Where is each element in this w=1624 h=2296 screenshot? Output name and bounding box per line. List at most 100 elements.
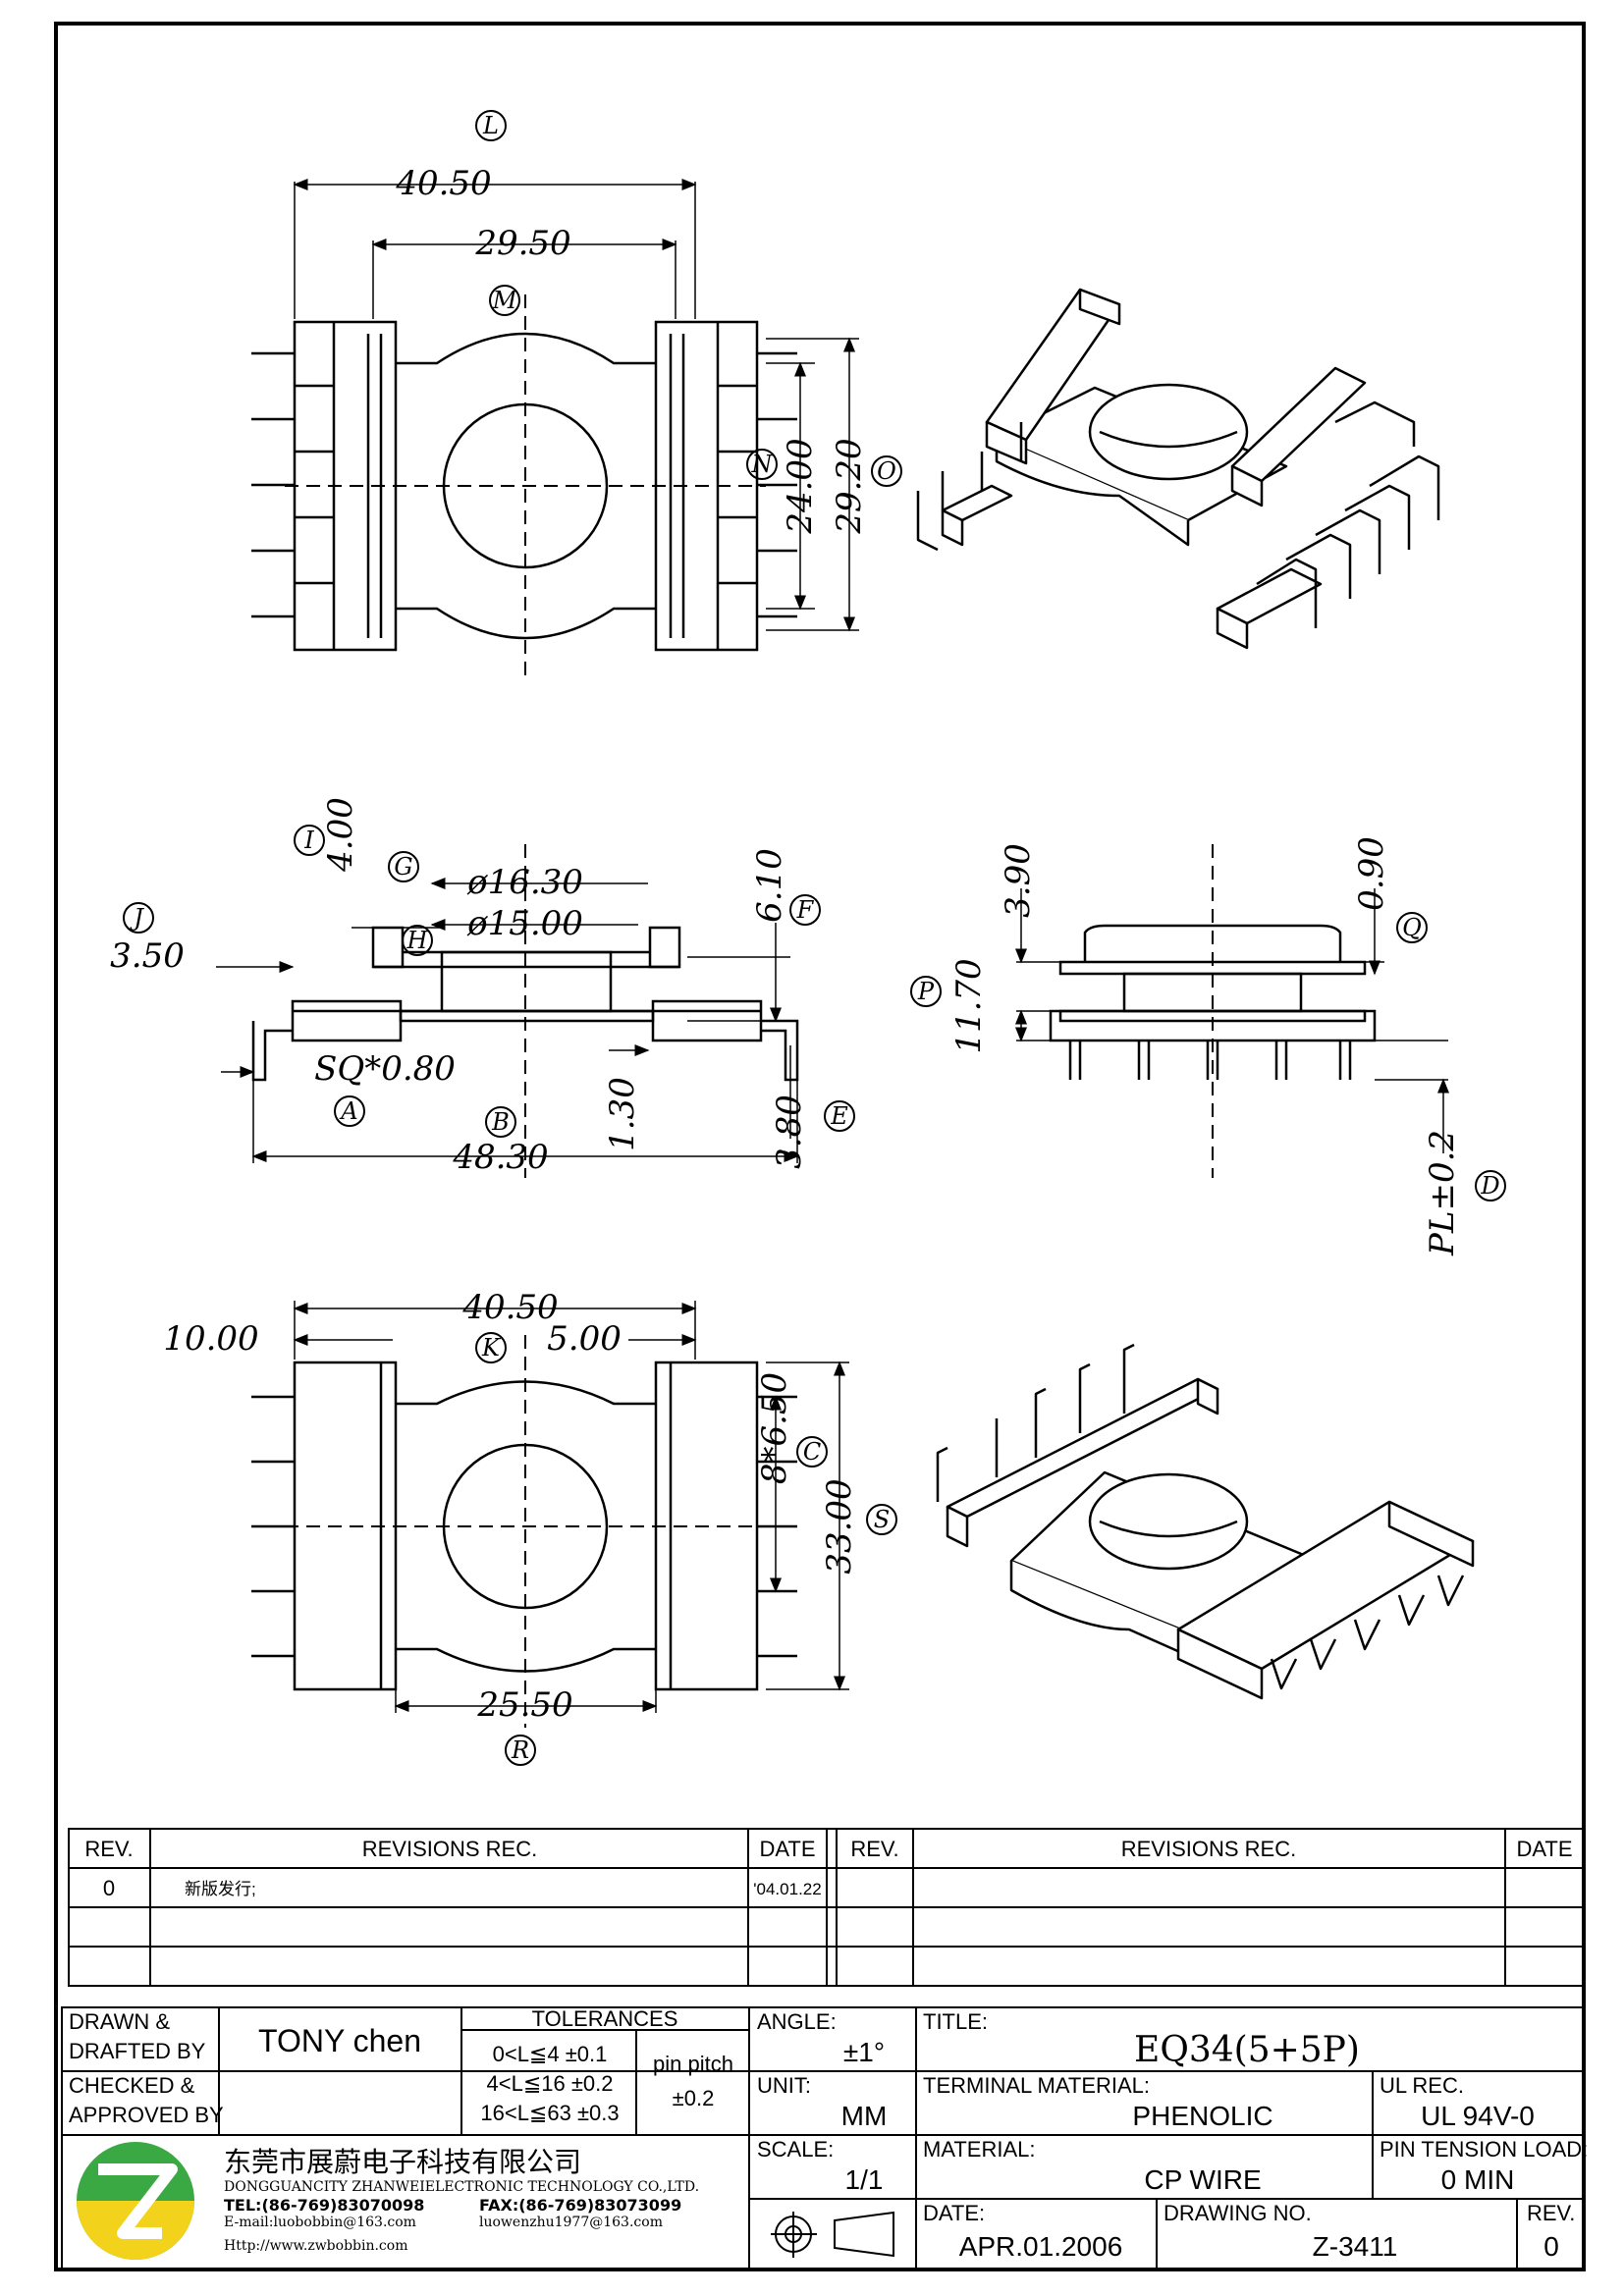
checked-label-2: APPROVED BY <box>69 2103 224 2127</box>
pin-pitch-label: pin pitch <box>653 2052 733 2076</box>
marker-N: N <box>751 451 774 478</box>
rev-row-date: '04.01.22 <box>753 1880 821 1898</box>
rev-value: 0 <box>1543 2231 1559 2262</box>
dim-A: SQ*0.80 <box>314 1049 456 1089</box>
terminal-value: PHENOLIC <box>1132 2101 1272 2131</box>
dim-O: 29.20 <box>830 438 869 534</box>
company-tel: TEL:(86-769)83070098 <box>224 2196 424 2215</box>
rev-header-date: DATE <box>759 1837 815 1861</box>
rev-row-rec: 新版发行; <box>185 1880 256 1898</box>
side-view <box>1015 844 1449 1178</box>
title-block <box>61 2006 1585 2270</box>
rev-header-date-2: DATE <box>1516 1837 1572 1861</box>
marker-D: D <box>1480 1172 1499 1200</box>
marker-P: P <box>917 978 935 1005</box>
dim-L: 40.50 <box>395 164 491 203</box>
tolerances-label: TOLERANCES <box>532 2006 678 2031</box>
dim-H: ø15.00 <box>466 904 583 943</box>
iso-view-bottom <box>936 1343 1475 1700</box>
angle-value: ±1° <box>843 2037 885 2067</box>
marker-I: I <box>303 827 314 854</box>
marker-S: S <box>874 1506 890 1533</box>
unit-value: MM <box>841 2101 888 2131</box>
marker-F: F <box>796 896 815 924</box>
drawn-value: TONY chen <box>258 2023 421 2058</box>
marker-H: H <box>406 927 429 954</box>
title-value: EQ34(5+5P) <box>1134 2030 1360 2070</box>
marker-O: O <box>877 457 896 485</box>
scale-value: 1/1 <box>845 2164 884 2195</box>
unit-label: UNIT: <box>757 2073 811 2098</box>
company-logo <box>77 2142 194 2260</box>
ul-label: UL REC. <box>1380 2073 1464 2098</box>
dim-side-a: 3.90 <box>999 843 1038 918</box>
front-view <box>216 844 799 1178</box>
marker-C: C <box>803 1438 821 1466</box>
rev-label: REV. <box>1527 2201 1575 2225</box>
terminal-label: TERMINAL MATERIAL: <box>923 2073 1150 2098</box>
revision-table <box>68 1828 1585 1987</box>
material-label: MATERIAL: <box>923 2137 1036 2162</box>
angle-label: ANGLE: <box>757 2009 837 2034</box>
marker-K: K <box>481 1334 502 1362</box>
dim-P: 11.70 <box>949 958 989 1053</box>
pin-tension-label: PIN TENSION LOAD: <box>1380 2137 1588 2162</box>
marker-J: J <box>129 904 144 932</box>
marker-L: L <box>482 112 499 139</box>
dim-side-b: 0.90 <box>1352 836 1391 911</box>
marker-R: R <box>511 1736 529 1764</box>
drawing-border <box>54 22 1586 2271</box>
dim-F: 6.10 <box>750 848 789 923</box>
company-email: E-mail:luobobbin@163.com <box>224 2215 416 2230</box>
dim-I: 4.00 <box>321 797 360 873</box>
company-name-en: DONGGUANCITY ZHANWEIELECTRONIC TECHNOLOG… <box>224 2179 699 2195</box>
ul-value: UL 94V-0 <box>1421 2101 1535 2131</box>
rev-header-rev: REV. <box>84 1837 133 1861</box>
company-fax: FAX:(86-769)83073099 <box>479 2196 681 2215</box>
dim-K: 5.00 <box>547 1319 622 1359</box>
rev-row-rev: 0 <box>103 1876 115 1900</box>
company-email-2: luowenzhu1977@163.com <box>479 2215 663 2230</box>
drawing-no-label: DRAWING NO. <box>1164 2201 1312 2225</box>
dim-mid: 1.30 <box>603 1077 642 1151</box>
iso-view-top <box>916 288 1440 650</box>
marker-M: M <box>492 287 518 314</box>
dim-J: 3.50 <box>110 936 185 976</box>
top-view <box>251 179 859 677</box>
checked-label-1: CHECKED & <box>69 2073 195 2098</box>
dim-N: 24.00 <box>781 438 820 534</box>
marker-A: A <box>339 1097 357 1125</box>
marker-E: E <box>830 1102 848 1130</box>
dim-bot-w: 40.50 <box>461 1288 558 1327</box>
dim-G: ø16.30 <box>466 863 583 902</box>
date-value: APR.01.2006 <box>959 2231 1123 2262</box>
material-value: CP WIRE <box>1144 2164 1261 2195</box>
dim-B: 48.30 <box>452 1138 548 1177</box>
title-label: TITLE: <box>923 2009 988 2034</box>
dim-D: PL±0.2 <box>1423 1130 1462 1256</box>
scale-label: SCALE: <box>757 2137 834 2162</box>
tol-row-2: 4<L≦16 ±0.2 <box>487 2071 614 2096</box>
pin-tension-value: 0 MIN <box>1441 2164 1515 2195</box>
dim-R: 25.50 <box>476 1685 572 1725</box>
marker-B: B <box>491 1108 510 1136</box>
tol-row-1: 0<L≦4 ±0.1 <box>493 2042 608 2066</box>
company-web: Http://www.zwbobbin.com <box>224 2238 407 2254</box>
dim-C: 8*6.50 <box>755 1372 794 1484</box>
bottom-view <box>251 1301 849 1728</box>
drawing-no-value: Z-3411 <box>1313 2231 1398 2262</box>
pin-pitch-value: ±0.2 <box>673 2086 715 2110</box>
marker-G: G <box>394 853 412 881</box>
company-name-cn: 东莞市展蔚电子科技有限公司 <box>224 2146 581 2178</box>
rev-header-rev-2: REV. <box>850 1837 898 1861</box>
dim-E: 3.80 <box>770 1095 809 1169</box>
tol-row-3: 16<L≦63 ±0.3 <box>480 2101 619 2125</box>
marker-Q: Q <box>1402 914 1422 941</box>
rev-header-rec-2: REVISIONS REC. <box>1121 1837 1296 1861</box>
rev-header-rec: REVISIONS REC. <box>362 1837 537 1861</box>
drawn-label-2: DRAFTED BY <box>69 2039 206 2063</box>
date-label: DATE: <box>923 2201 985 2225</box>
dim-M-top: 29.50 <box>474 224 570 263</box>
drawn-label-1: DRAWN & <box>69 2009 170 2034</box>
